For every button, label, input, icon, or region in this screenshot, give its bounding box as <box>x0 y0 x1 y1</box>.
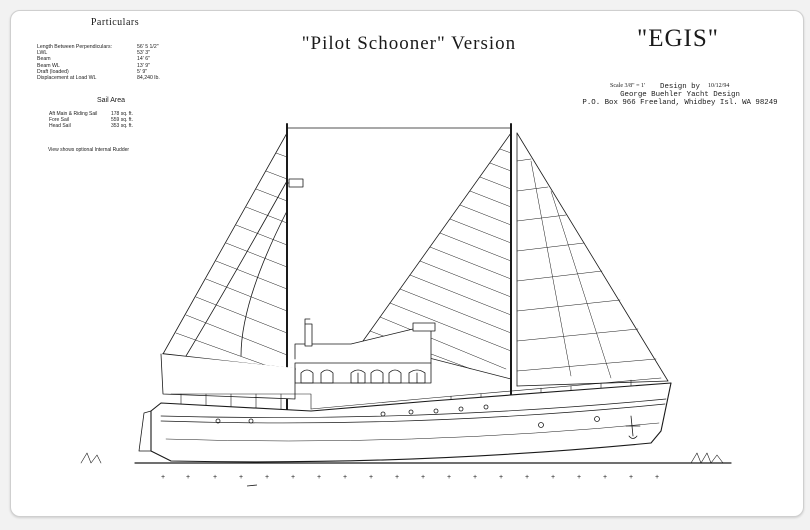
sail-row: Fore Sail 559 sq. ft. <box>49 117 133 123</box>
sail-area-title: Sail Area <box>96 97 126 104</box>
spec-row: Beam WL 13' 9" <box>37 63 197 69</box>
svg-text:+: + <box>265 474 269 481</box>
station-marks: + + + + + + + + + + + + + + + + + + + + <box>161 474 659 481</box>
particulars-table: Length Between Perpendiculars: 56' 5 1/2"… <box>37 44 197 81</box>
svg-text:+: + <box>551 474 555 481</box>
aft-sail <box>162 132 288 370</box>
spec-value: 56' 5 1/2" <box>137 44 159 50</box>
sail-value: 559 sq. ft. <box>111 117 133 123</box>
svg-text:+: + <box>343 474 347 481</box>
designer-block: Design by George Buehler Yacht Design P.… <box>577 83 783 107</box>
svg-text:+: + <box>161 474 165 481</box>
boat-name: "EGIS" <box>637 25 719 52</box>
svg-text:+: + <box>473 474 477 481</box>
fore-sail <box>362 132 512 380</box>
spec-value: 14' 6" <box>137 56 150 63</box>
designer-line-3: P.O. Box 966 Freeland, Whidbey Isl. WA 9… <box>582 99 778 107</box>
designer-line-1: Design by <box>660 83 700 91</box>
radar-box <box>288 178 304 188</box>
sail-row: Head Sail 353 sq. ft. <box>49 123 133 129</box>
svg-text:+: + <box>317 474 321 481</box>
sail-row: Aft Main & Riding Sail 178 sq. ft. <box>49 111 133 117</box>
svg-text:+: + <box>421 474 425 481</box>
drawing-sheet: Particulars Length Between Perpendicular… <box>10 10 804 517</box>
head-sail <box>516 132 669 387</box>
svg-text:+: + <box>213 474 217 481</box>
spec-row: Displacement at Load WL 84,240 lb. <box>37 75 197 81</box>
svg-text:+: + <box>369 474 373 481</box>
spec-label: Beam <box>37 56 51 63</box>
sail-label: Fore Sail <box>49 117 70 123</box>
spec-label: Draft (loaded) <box>37 68 69 75</box>
svg-text:+: + <box>603 474 607 481</box>
spec-value: 53' 3" <box>137 50 150 57</box>
sail-area-table: Aft Main & Riding Sail 178 sq. ft. Fore S… <box>49 111 133 129</box>
sail-label: Head Sail <box>49 123 71 129</box>
scale-label: Scale 3/8" = 1' <box>610 83 646 89</box>
sail-label: Aft Main & Riding Sail <box>49 111 98 117</box>
spec-row: Length Between Perpendiculars: 56' 5 1/2" <box>37 44 197 50</box>
svg-text:+: + <box>629 474 633 481</box>
spec-row: Draft (loaded) 5' 9" <box>37 69 197 75</box>
spec-row: LWL 53' 3" <box>37 50 197 56</box>
spec-label: Length Between Perpendiculars: <box>37 44 112 50</box>
svg-text:+: + <box>239 474 243 481</box>
particulars-title: Particulars <box>90 17 140 28</box>
svg-text:+: + <box>395 474 399 481</box>
hull <box>138 382 672 463</box>
svg-text:+: + <box>447 474 451 481</box>
drawing-title: "Pilot Schooner" Version <box>301 33 517 54</box>
date-label: 10/12/94 <box>708 83 730 89</box>
rudder-note: View shows optional Internal Rudder <box>48 147 130 153</box>
aft-deckhouse <box>160 353 296 400</box>
deckhouse <box>294 318 436 384</box>
sail-value: 178 sq. ft. <box>111 111 133 117</box>
designer-line-2: George Buehler Yacht Design <box>620 91 740 99</box>
svg-text:+: + <box>291 474 295 481</box>
spec-label: Beam WL <box>37 62 60 69</box>
spec-row: Beam 14' 6" <box>37 56 197 62</box>
svg-text:+: + <box>525 474 529 481</box>
svg-text:+: + <box>655 474 659 481</box>
sail-value: 353 sq. ft. <box>111 123 133 129</box>
svg-text:+: + <box>577 474 581 481</box>
schooner-profile-drawing: + + + + + + + + + + + + + + + + + + + + <box>80 123 732 487</box>
spec-label: LWL <box>37 50 48 57</box>
direction-arrow <box>246 484 258 487</box>
spec-value: 84,240 lb. <box>137 75 160 82</box>
spec-value: 5' 9" <box>137 68 148 75</box>
spec-value: 13' 9" <box>137 62 150 69</box>
svg-text:+: + <box>186 474 190 481</box>
spec-label: Displacement at Load WL <box>37 75 97 82</box>
svg-text:+: + <box>499 474 503 481</box>
